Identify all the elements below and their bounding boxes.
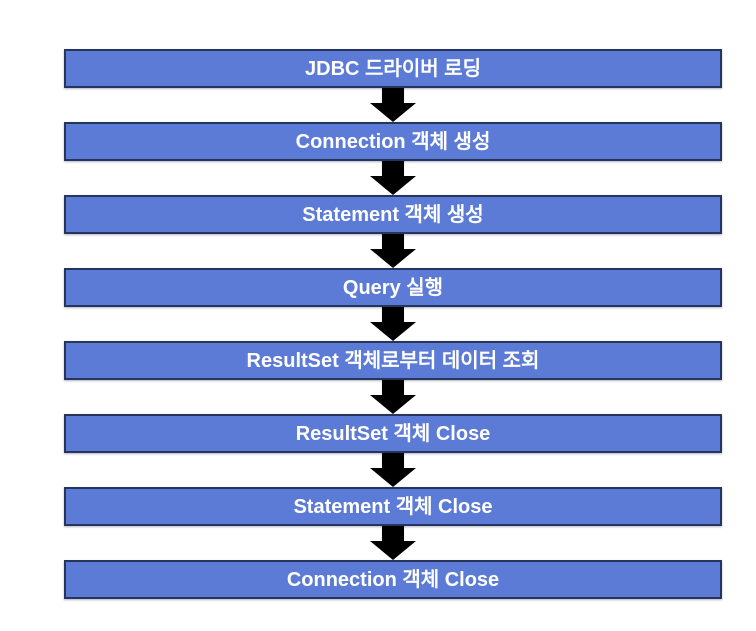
flow-step-label: JDBC 드라이버 로딩 (305, 57, 481, 80)
flow-step-resultset-read-data: ResultSet 객체로부터 데이터 조회 (64, 341, 722, 380)
flow-step-label: ResultSet 객체로부터 데이터 조회 (246, 349, 540, 372)
flow-step-label: Connection 객체 생성 (295, 130, 491, 153)
flow-step-label: Statement 객체 Close (293, 495, 493, 518)
down-arrow-icon (370, 234, 416, 268)
flow-step-label: Connection 객체 Close (286, 568, 500, 591)
down-arrow-icon (370, 88, 416, 122)
down-arrow-icon (370, 307, 416, 341)
down-arrow-icon (370, 380, 416, 414)
flow-step-label: ResultSet 객체 Close (295, 422, 491, 445)
flow-step-resultset-close: ResultSet 객체 Close (64, 414, 722, 453)
flow-step-query-execute: Query 실행 (64, 268, 722, 307)
down-arrow-icon (370, 161, 416, 195)
down-arrow-icon (370, 453, 416, 487)
flow-step-jdbc-driver-loading: JDBC 드라이버 로딩 (64, 49, 722, 88)
flow-step-connection-close: Connection 객체 Close (64, 560, 722, 599)
down-arrow-icon (370, 526, 416, 560)
flow-step-label: Statement 객체 생성 (302, 203, 484, 226)
flow-step-connection-create: Connection 객체 생성 (64, 122, 722, 161)
flow-step-statement-create: Statement 객체 생성 (64, 195, 722, 234)
jdbc-flowchart: JDBC 드라이버 로딩 Connection 객체 생성 Statement … (64, 49, 722, 599)
flow-step-statement-close: Statement 객체 Close (64, 487, 722, 526)
flow-step-label: Query 실행 (342, 276, 444, 299)
